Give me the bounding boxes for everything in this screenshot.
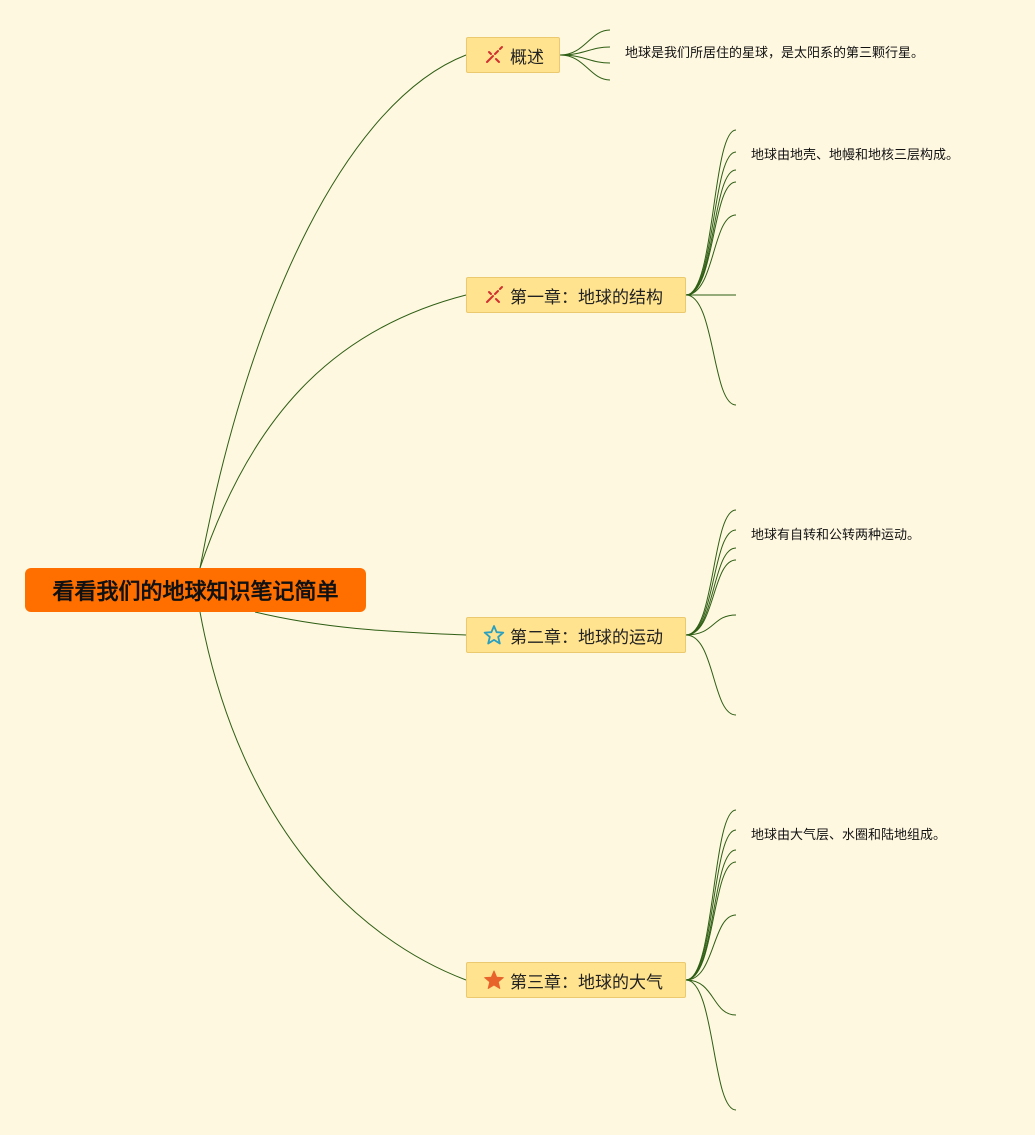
star-outline-icon [483,624,505,646]
branch-line-ch3 [199,611,467,981]
topic-chapter-3[interactable]: 第三章：地球的大气 [466,962,686,998]
leaf-chapter-3[interactable]: 地球由大气层、水圈和陆地组成。 [751,828,947,843]
topic-overview-label: 概述 [510,47,544,68]
branch-line-ch2 [254,611,467,636]
root-topic[interactable]: 看看我们的地球知识笔记简单 [25,568,366,612]
topic-chapter-1[interactable]: 第一章：地球的结构 [466,277,686,313]
pen-mark-icon [483,284,505,306]
root-topic-label: 看看我们的地球知识笔记简单 [52,580,339,605]
topic-chapter-2-label: 第二章：地球的运动 [510,627,663,648]
pen-mark-icon [483,44,505,66]
topic-chapter-3-label: 第三章：地球的大气 [510,972,663,993]
leaf-chapter-2[interactable]: 地球有自转和公转两种运动。 [751,528,921,543]
branch-line-ch1 [199,294,467,569]
topic-chapter-2[interactable]: 第二章：地球的运动 [466,617,686,653]
leaf-chapter-1[interactable]: 地球由地壳、地幔和地核三层构成。 [751,148,960,163]
branch-line-overview [199,54,467,569]
leaf-overview[interactable]: 地球是我们所居住的星球，是太阳系的第三颗行星。 [625,46,925,61]
star-filled-icon [483,969,505,991]
topic-chapter-1-label: 第一章：地球的结构 [510,287,663,308]
topic-overview[interactable]: 概述 [466,37,560,73]
